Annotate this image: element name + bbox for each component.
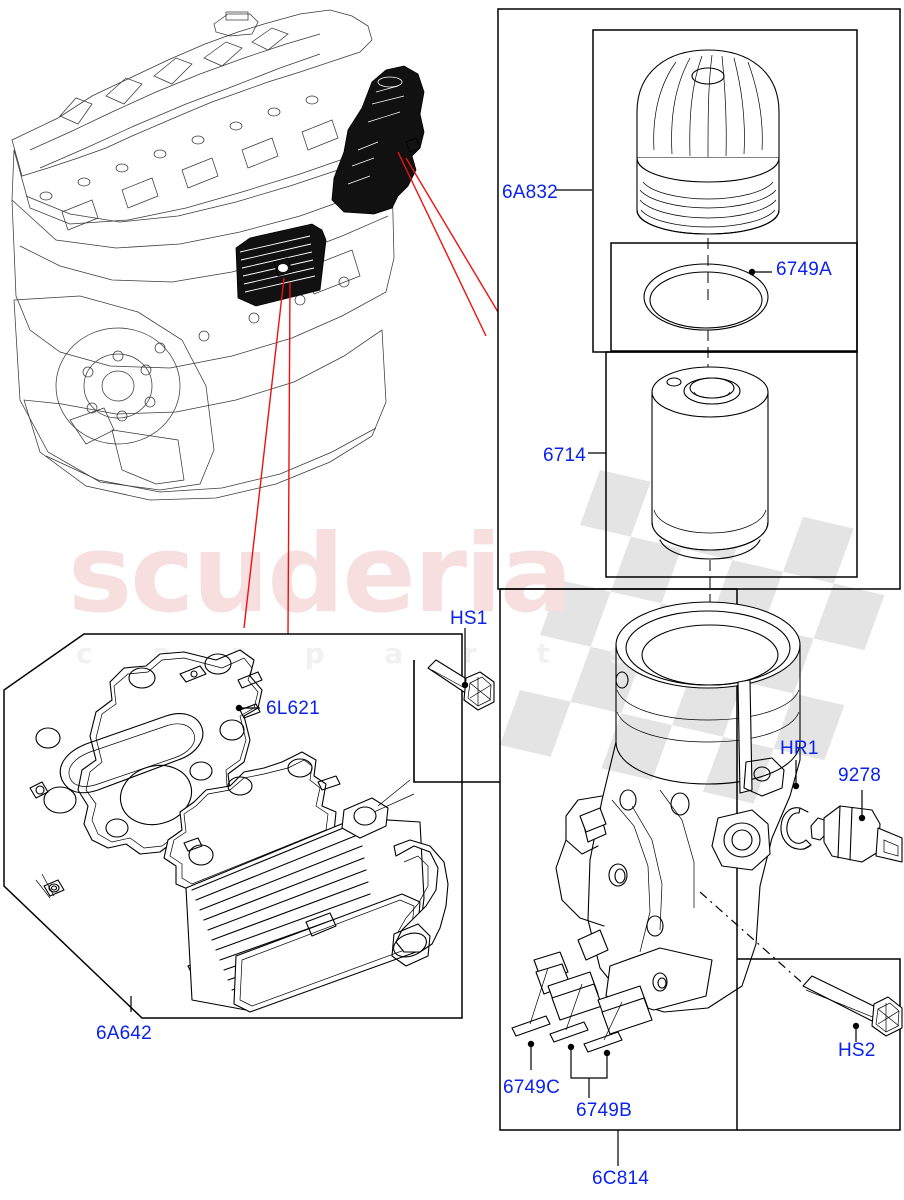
part-6a832-filter-cap (636, 49, 780, 235)
part-label-6a642[interactable]: 6A642 (96, 1023, 152, 1044)
seal-pin-c (511, 1015, 551, 1037)
assembly-group-boxes (497, 8, 901, 1131)
part-6714-filter-element (651, 366, 769, 560)
part-label-9278[interactable]: 9278 (838, 765, 882, 786)
part-9278-pressure-switch (810, 805, 903, 863)
engine-highlight-oil-filter-housing (331, 65, 425, 215)
part-label-6l621[interactable]: 6L621 (266, 698, 320, 719)
part-6749a-o-ring (643, 263, 769, 331)
engine-highlight-oil-cooler (235, 223, 327, 307)
part-label-6714[interactable]: 6714 (543, 445, 587, 466)
seal-pin-b1 (549, 1021, 589, 1043)
group-box-hs2 (737, 958, 901, 1131)
part-6a642-oil-cooler (163, 751, 449, 1013)
part-6749b-6749c-seals (511, 967, 623, 1053)
part-6c814-filter-housing (533, 601, 801, 1035)
group-box-6a642 (3, 633, 463, 1019)
part-label-6749b[interactable]: 6749B (576, 1100, 632, 1121)
group-box-6749a (610, 242, 858, 352)
part-label-hs2[interactable]: HS2 (838, 1040, 876, 1061)
part-label-hr1[interactable]: HR1 (780, 738, 819, 759)
seal-pin-b2 (583, 1031, 623, 1053)
part-label-hs1[interactable]: HS1 (450, 608, 488, 629)
centerline-housing-hs2 (699, 891, 809, 989)
part-hs2-bolt (802, 975, 903, 1037)
part-label-6a832[interactable]: 6A832 (502, 182, 558, 203)
callout-lines (243, 151, 499, 635)
group-box-6714 (605, 351, 858, 578)
housing-ports (533, 951, 653, 1035)
watermark-brand-text: scuderia (68, 512, 573, 637)
part-label-6749c[interactable]: 6749C (503, 1077, 560, 1098)
part-label-6c814[interactable]: 6C814 (592, 1168, 649, 1189)
part-label-6749a[interactable]: 6749A (776, 259, 832, 280)
part-hr1-circlip (780, 807, 812, 850)
engine-reference-illustration (11, 9, 425, 501)
part-hs1-bolt (427, 659, 495, 711)
